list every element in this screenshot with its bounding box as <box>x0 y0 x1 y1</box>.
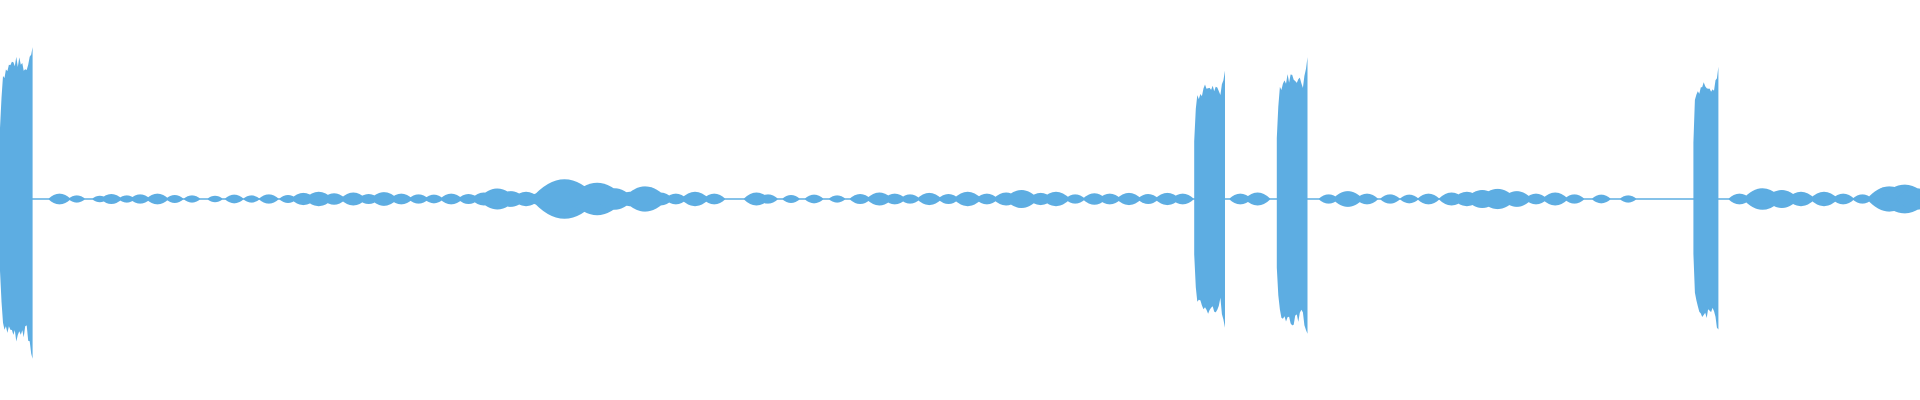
waveform-bump <box>439 193 463 205</box>
waveform-bump <box>1154 192 1180 206</box>
waveform-bump <box>828 195 846 203</box>
waveform-bump <box>118 195 136 203</box>
waveform-burst <box>1194 70 1225 328</box>
waveform-bump <box>1082 193 1107 205</box>
waveform-bump <box>183 195 201 203</box>
waveform-bump <box>1244 192 1271 206</box>
waveform-bump <box>680 191 710 207</box>
waveform-bump <box>1542 192 1569 206</box>
waveform-bump <box>702 193 726 205</box>
waveform-bump <box>370 192 398 206</box>
waveform-bump <box>1564 194 1585 204</box>
waveform-bump <box>1137 193 1159 205</box>
waveform-bump <box>1619 195 1637 203</box>
waveform-bump <box>1831 193 1855 205</box>
waveform-bursts <box>0 47 1719 359</box>
waveform-bump <box>1764 190 1799 208</box>
waveform-bump <box>1116 192 1142 206</box>
waveform-burst <box>1276 57 1308 334</box>
waveform-bump <box>953 191 982 207</box>
waveform-bump <box>1228 193 1252 205</box>
waveform-bump <box>408 194 429 204</box>
waveform-bump <box>1809 191 1839 207</box>
waveform-bump <box>165 195 184 203</box>
waveform-bump <box>278 195 298 203</box>
waveform-bump <box>757 194 779 204</box>
waveform-bump <box>304 191 333 207</box>
waveform-burst <box>0 47 33 359</box>
waveform-bump <box>340 192 367 206</box>
waveform-bump <box>622 186 668 212</box>
waveform-bump <box>322 193 347 205</box>
waveform-bump <box>664 193 688 205</box>
waveform-bump <box>1004 190 1039 208</box>
waveform-bump <box>1379 194 1401 204</box>
waveform-bump <box>647 192 674 206</box>
waveform-bump <box>100 193 123 205</box>
waveform-bump <box>242 195 261 203</box>
waveform-bump <box>1478 188 1517 210</box>
waveform-bump <box>1417 193 1440 205</box>
waveform-bump <box>937 193 960 205</box>
waveform-bump <box>866 192 893 206</box>
waveform-bump <box>1332 191 1364 207</box>
waveform-bump <box>207 195 224 203</box>
waveform-bump <box>1041 191 1071 207</box>
waveform-burst <box>1693 66 1719 330</box>
waveform-bump <box>1524 193 1548 205</box>
waveform-bump <box>804 194 824 204</box>
waveform-bump <box>975 193 999 205</box>
waveform-bump <box>389 193 413 205</box>
waveform-bump <box>146 193 169 205</box>
waveform-bump <box>224 194 244 204</box>
waveform-bumps <box>48 179 1920 219</box>
waveform-bump <box>849 193 871 205</box>
waveform-bump <box>1852 194 1873 204</box>
waveform-bump <box>916 192 942 206</box>
waveform-bump <box>1355 193 1379 205</box>
waveform-bump <box>1728 193 1751 205</box>
waveform-bump <box>1896 188 1920 210</box>
waveform-bump <box>1064 194 1086 204</box>
waveform-bump <box>1786 191 1816 207</box>
waveform-bump <box>1171 193 1195 205</box>
waveform-bump <box>258 194 280 204</box>
waveform-bump <box>899 194 921 204</box>
waveform-bump <box>48 193 71 205</box>
waveform-bump <box>1501 191 1533 207</box>
waveform-bump <box>1098 193 1122 205</box>
waveform-bump <box>883 193 907 205</box>
waveform-bump <box>68 195 86 203</box>
waveform-bump <box>424 194 444 204</box>
waveform-bump <box>781 195 801 203</box>
waveform-bump <box>1318 194 1339 204</box>
waveform-bump <box>1591 194 1611 204</box>
waveform-bump <box>129 194 151 204</box>
waveform-bump <box>1399 194 1419 204</box>
